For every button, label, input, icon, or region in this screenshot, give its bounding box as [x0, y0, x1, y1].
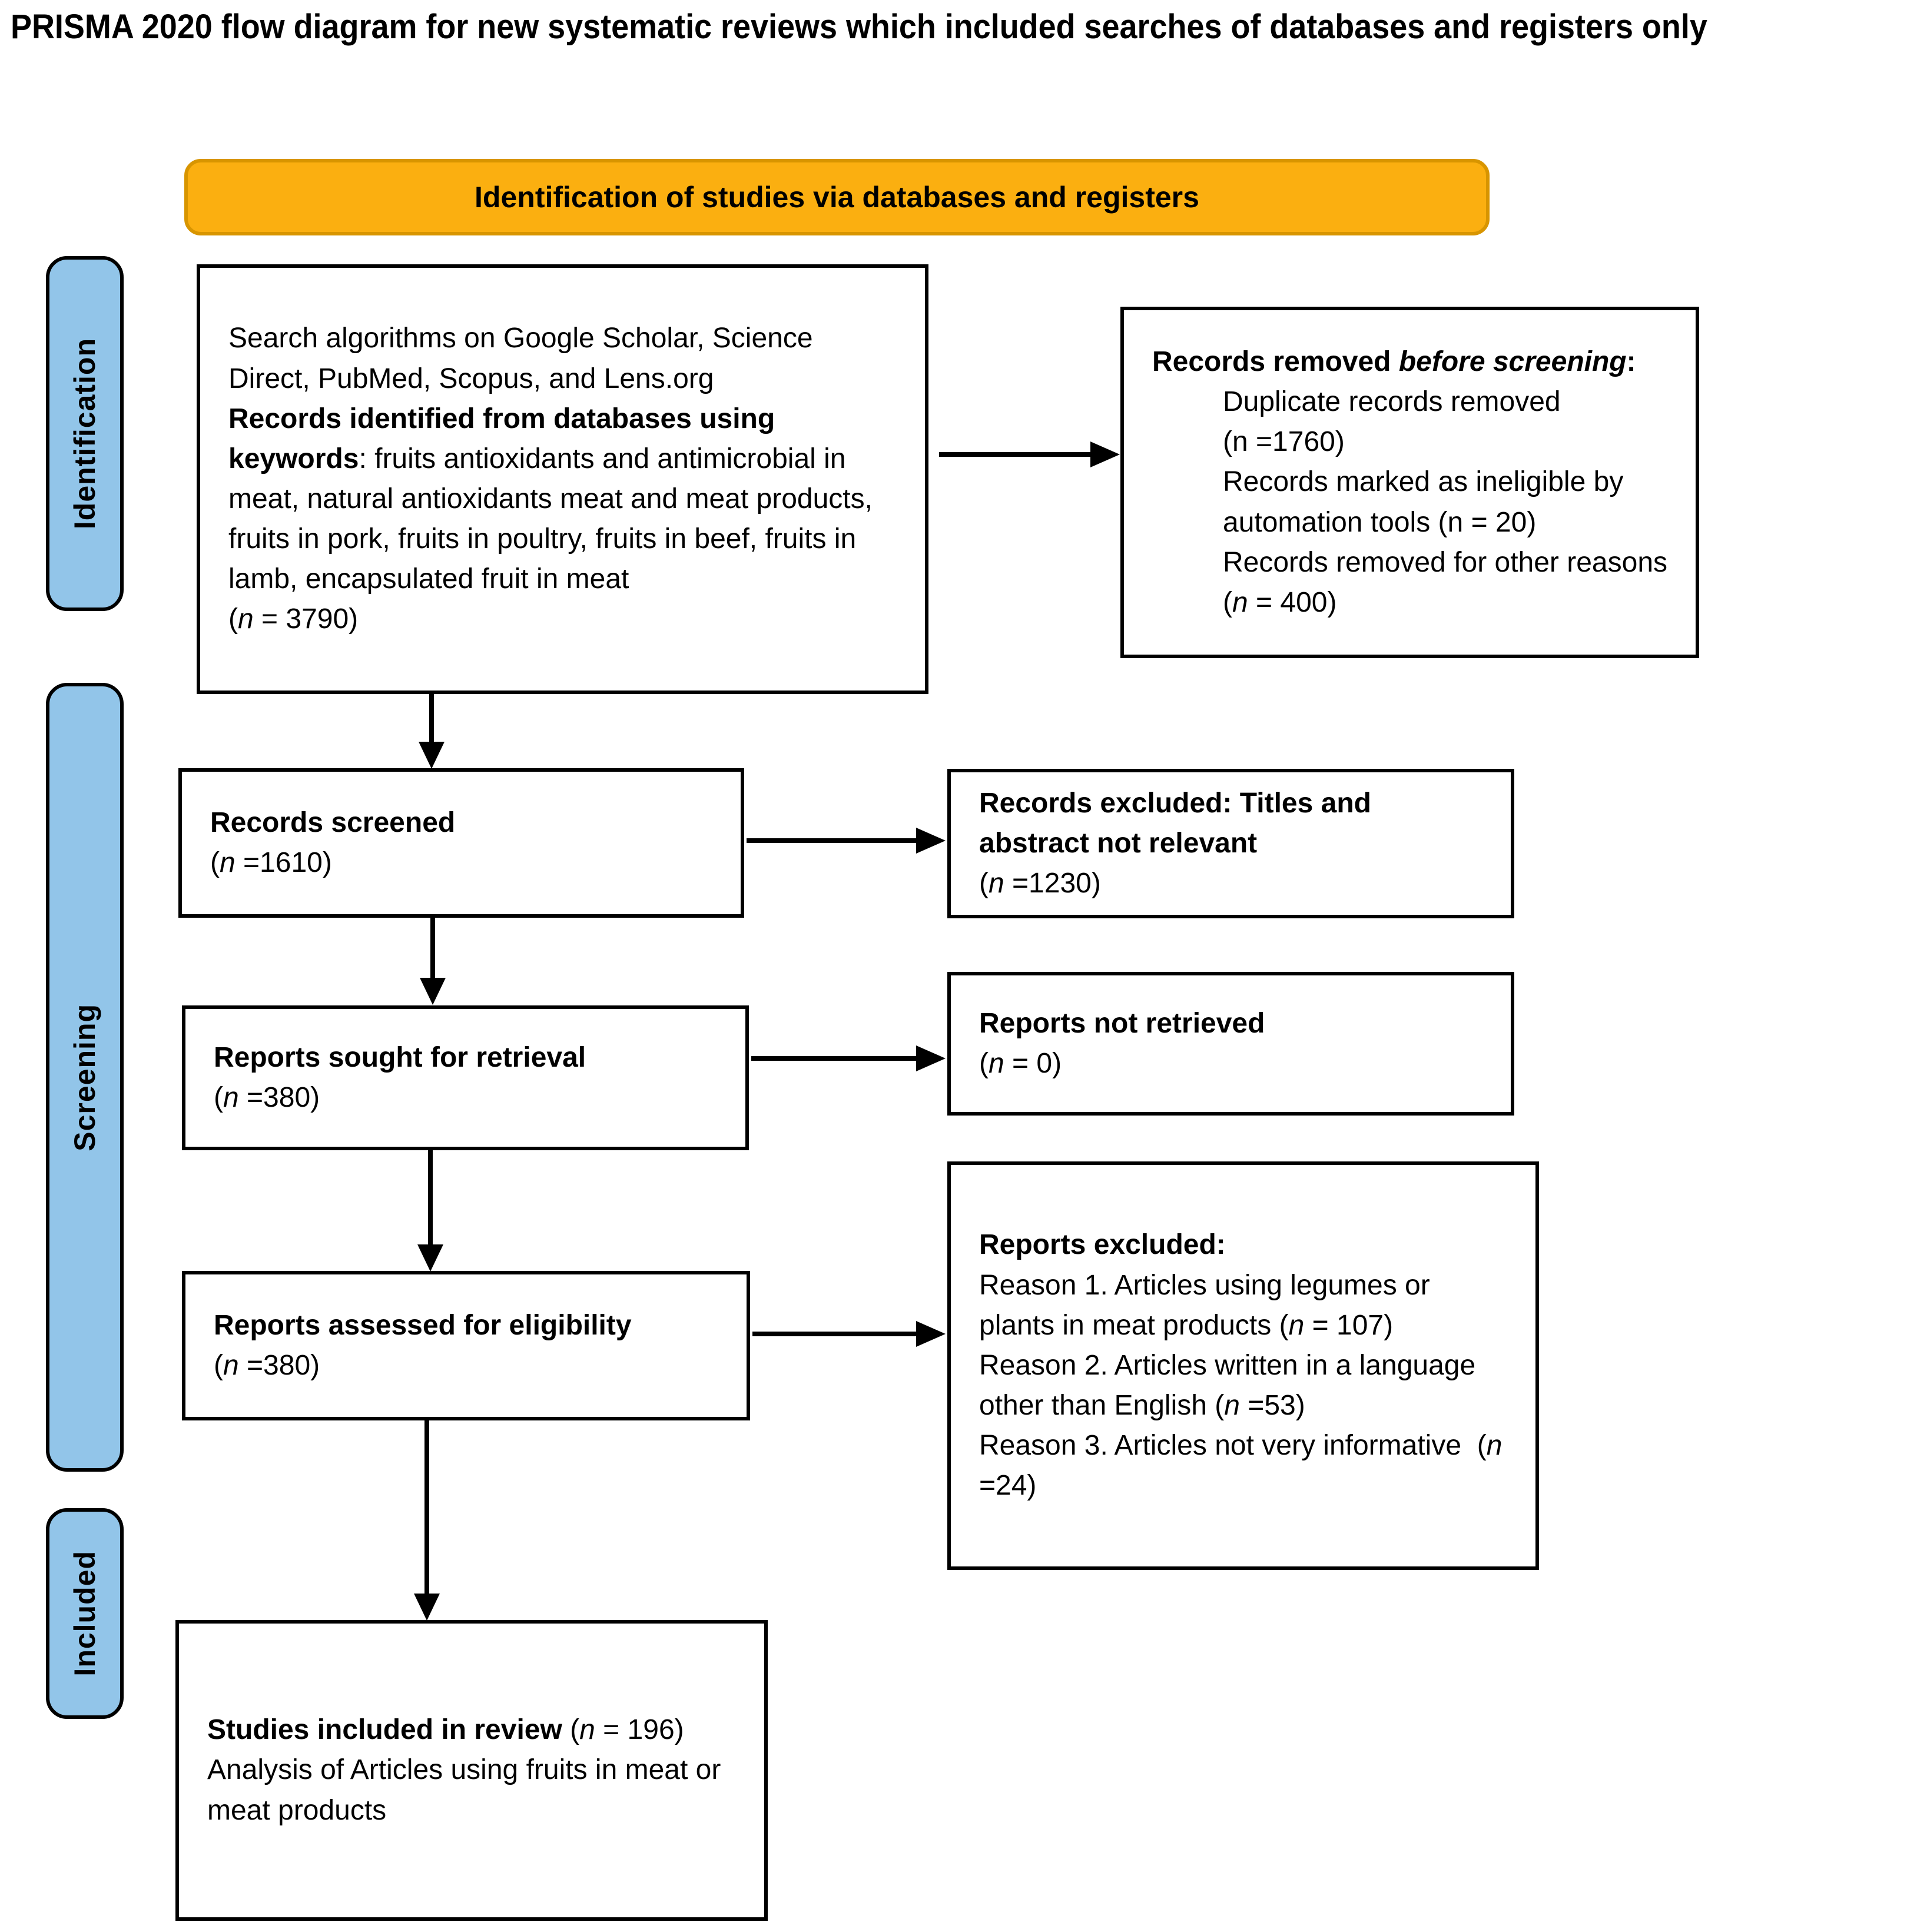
- box-records-removed-before-screening: Records removed before screening:Duplica…: [1120, 307, 1699, 658]
- stage-label-included-text: Included: [68, 1551, 101, 1677]
- box-studies-included-in-review: Studies included in review (n = 196)Anal…: [175, 1620, 768, 1921]
- arrow-databases-to-screened: [429, 694, 434, 743]
- box-reports-not-retrieved: Reports not retrieved(n = 0): [947, 972, 1514, 1116]
- stage-label-screening-text: Screening: [68, 1003, 101, 1151]
- stage-label-included: Included: [46, 1508, 124, 1719]
- arrow-databases-to-removed-head: [1090, 441, 1120, 467]
- box-records-excluded: Records excluded: Titles and abstract no…: [947, 769, 1514, 918]
- arrow-assessed-to-included-head: [414, 1594, 440, 1621]
- arrow-assessed-to-reports-excluded: [752, 1332, 917, 1336]
- stage-label-identification-text: Identification: [68, 337, 101, 530]
- page-title: PRISMA 2020 flow diagram for new systema…: [11, 8, 1707, 46]
- arrow-assessed-to-included: [424, 1420, 429, 1595]
- box-records-screened: Records screened(n =1610): [178, 768, 744, 918]
- identification-banner: Identification of studies via databases …: [184, 159, 1490, 235]
- stage-label-screening: Screening: [46, 683, 124, 1472]
- box-records-identified: Search algorithms on Google Scholar, Sci…: [197, 264, 928, 694]
- arrow-databases-to-removed: [939, 452, 1091, 457]
- arrow-screened-to-sought: [430, 918, 435, 979]
- arrow-databases-to-screened-head: [419, 742, 445, 769]
- banner-label: Identification of studies via databases …: [475, 181, 1199, 214]
- arrow-screened-to-excluded-head: [916, 828, 946, 854]
- stage-label-identification: Identification: [46, 256, 124, 611]
- box-reports-assessed-for-eligibility: Reports assessed for eligibility(n =380): [182, 1271, 750, 1420]
- arrow-screened-to-excluded: [747, 838, 917, 843]
- arrow-sought-to-not-retrieved-head: [916, 1045, 946, 1071]
- arrow-screened-to-sought-head: [420, 978, 446, 1005]
- arrow-sought-to-assessed: [428, 1150, 433, 1246]
- box-reports-sought-for-retrieval: Reports sought for retrieval(n =380): [182, 1005, 749, 1150]
- arrow-assessed-to-reports-excluded-head: [916, 1321, 946, 1347]
- box-reports-excluded: Reports excluded:Reason 1. Articles usin…: [947, 1161, 1539, 1570]
- arrow-sought-to-assessed-head: [417, 1244, 443, 1272]
- arrow-sought-to-not-retrieved: [751, 1056, 917, 1061]
